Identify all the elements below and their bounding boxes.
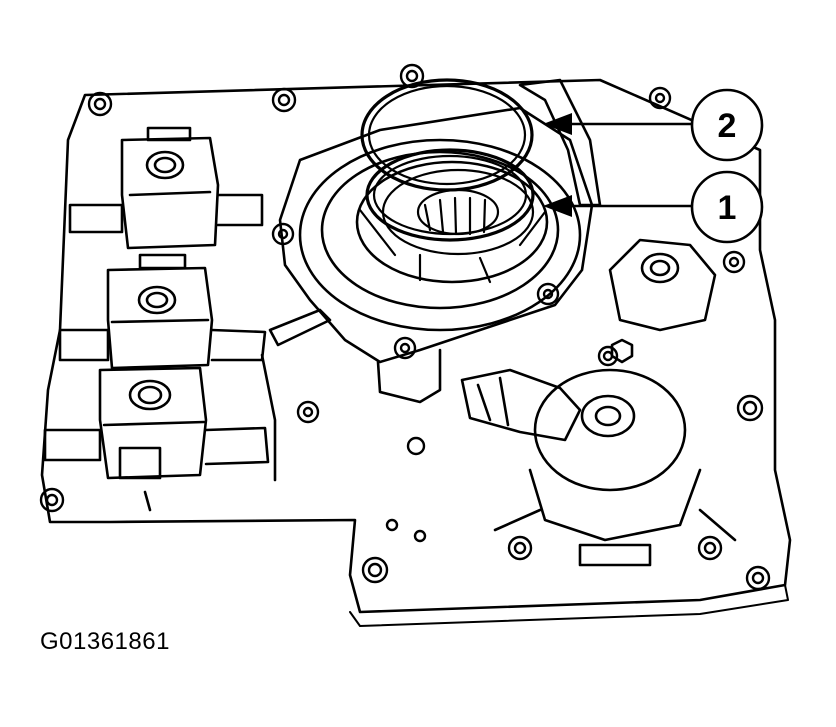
bolt-hole — [385, 518, 399, 532]
bolt-hole — [648, 86, 672, 110]
valve-body-plate — [40, 78, 792, 614]
callout-2-circle — [690, 88, 764, 162]
bolt-hole — [399, 63, 425, 89]
plate-edge — [349, 584, 789, 627]
bolt-hole — [697, 535, 723, 561]
electrical-connector — [460, 368, 582, 442]
bolt-hole — [507, 535, 533, 561]
callout-1-circle — [690, 170, 764, 244]
bolt-hole — [413, 529, 427, 543]
sealing-ring-1 — [365, 148, 535, 242]
bolt-hole — [736, 394, 764, 422]
sealing-ring-2 — [360, 78, 534, 192]
bolt-hole — [271, 87, 297, 113]
bolt-hole — [393, 336, 417, 360]
bolt-hole — [745, 565, 771, 591]
solenoid-middle — [58, 253, 267, 370]
callout-1-label: 1 — [718, 189, 737, 227]
mounting-holes — [39, 63, 771, 591]
channel-rib — [260, 308, 332, 482]
figure-id: G01361861 — [40, 628, 170, 655]
speed-sensor — [608, 238, 717, 332]
bolt-hole — [406, 436, 426, 456]
bolt-hole — [722, 250, 746, 274]
callout-2-label: 2 — [718, 107, 737, 145]
bolt-hole — [39, 487, 65, 513]
bolt-hole — [296, 400, 320, 424]
bolt-hole — [597, 345, 619, 367]
bolt-hole — [87, 91, 113, 117]
bolt-head — [610, 338, 634, 364]
callout-1: 1 — [543, 170, 764, 244]
callout-2: 2 — [543, 88, 764, 162]
bolt-hole — [536, 282, 560, 306]
pressure-control-module — [493, 368, 737, 567]
solenoid-upper — [68, 126, 264, 250]
solenoid-lower — [43, 366, 270, 512]
bolt-hole — [361, 556, 389, 584]
